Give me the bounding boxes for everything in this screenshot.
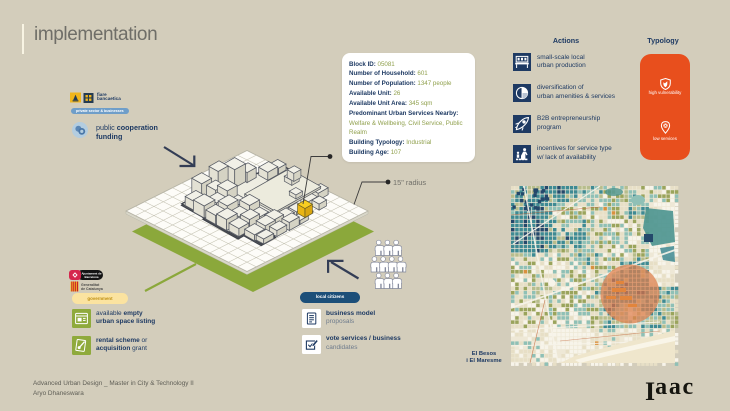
- svg-text:de Catalunya: de Catalunya: [81, 287, 103, 291]
- svg-text:Barcelona: Barcelona: [85, 275, 99, 279]
- svg-text:Ajuntament de: Ajuntament de: [81, 271, 101, 275]
- svg-text:Generalitat: Generalitat: [81, 282, 100, 286]
